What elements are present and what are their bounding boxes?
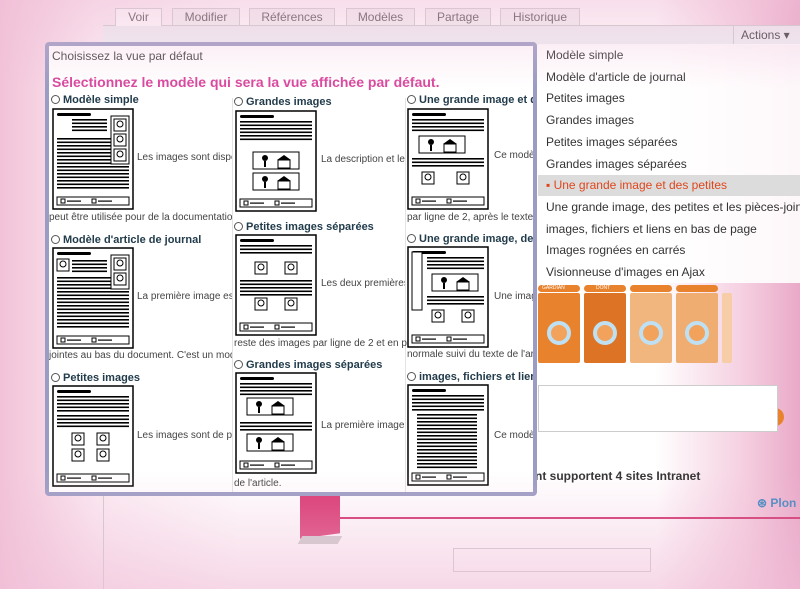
tab-2[interactable]: Références [249, 8, 335, 25]
option-description-cont: de l'article. [234, 478, 282, 489]
box-shadow [297, 536, 343, 544]
menu-item[interactable]: Une grande image, des petites et les piè… [546, 199, 800, 214]
layout-preview-icon [407, 246, 489, 348]
menu-item[interactable]: Grandes images [546, 113, 635, 128]
option-name: Une grande image, des [419, 233, 537, 245]
option-description-cont: jointes au bas du document. C'est un mod… [49, 350, 232, 361]
radio-button[interactable] [407, 234, 416, 243]
view-option-label[interactable]: Grandes images [234, 96, 332, 108]
actions-menu-button[interactable]: Actions ▾ [733, 25, 800, 45]
search-input[interactable] [453, 548, 651, 572]
tab-5[interactable]: Historique [500, 8, 580, 25]
layout-preview-icon [52, 108, 134, 210]
radio-button[interactable] [51, 235, 60, 244]
menu-item[interactable]: Grandes images séparées [546, 156, 687, 171]
product-boxes-image: GARDIAN DONT [538, 285, 733, 375]
menu-item[interactable]: Petites images séparées [546, 134, 678, 149]
radio-button[interactable] [407, 95, 416, 104]
option-description: Les deux premières [321, 278, 405, 289]
radio-button[interactable] [51, 373, 60, 382]
option-description: La première image est [137, 291, 232, 302]
menu-item[interactable]: Images rognées en carrés [546, 243, 686, 258]
view-option-label[interactable]: Petites images séparées [234, 221, 374, 233]
radio-button[interactable] [407, 372, 416, 381]
radio-button[interactable] [234, 97, 243, 106]
radio-button[interactable] [234, 222, 243, 231]
menu-item[interactable]: Modèle d'article de journal [546, 69, 686, 84]
plone-logo-icon: ⊛ [757, 496, 771, 510]
layout-preview-icon [52, 385, 134, 487]
view-option-label[interactable]: images, fichiers et liens [407, 371, 537, 383]
option-description: Une imag [494, 291, 537, 302]
option-description: Les images sont dispo [137, 152, 232, 163]
view-option-label[interactable]: Modèle d'article de journal [51, 234, 201, 246]
dialog-title: Choisissez la vue par défaut [52, 49, 203, 63]
menu-item[interactable]: Visionneuse d'images en Ajax [546, 265, 705, 279]
view-option-label[interactable]: Une grande image, des [407, 233, 537, 245]
menu-item[interactable]: Petites images [546, 91, 625, 106]
option-description: La description et le [321, 154, 405, 165]
option-name: Grandes images [246, 96, 332, 108]
option-name: Petites images [63, 372, 141, 384]
layout-preview-icon [407, 384, 489, 486]
menu-item[interactable]: Modèle simple [546, 48, 624, 62]
layout-preview-icon [235, 372, 317, 474]
radio-button[interactable] [51, 95, 60, 104]
option-name: images, fichiers et liens [419, 371, 537, 383]
option-description: La première image e [321, 420, 405, 431]
menu-item[interactable]: images, fichiers et liens en bas de page [546, 221, 757, 236]
menu-item[interactable]: ▪ Une grande image et des petites [538, 175, 800, 197]
option-name: Grandes images séparées [246, 359, 383, 371]
intranet-text: nt supportent 4 sites Intranet [535, 469, 701, 483]
tab-3[interactable]: Modèles [346, 8, 415, 25]
plone-label: Plon [770, 496, 797, 510]
tab-1[interactable]: Modifier [172, 8, 240, 25]
option-description: Ce modè [494, 150, 535, 161]
option-name: Une grande image et de [419, 94, 537, 106]
option-name: Modèle d'article de journal [63, 234, 202, 246]
option-description-cont: peut être utilisée pour de la documentat… [49, 212, 232, 223]
option-description-cont: normale suivi du texte de l'artic [407, 349, 537, 360]
view-option-label[interactable]: Petites images [51, 372, 140, 384]
box-label: DONT [584, 285, 626, 292]
layout-preview-icon [52, 247, 134, 349]
dialog-heading: Sélectionnez le modèle qui sera la vue a… [52, 74, 440, 90]
default-view-dialog: Choisissez la vue par défaut Sélectionne… [45, 42, 537, 496]
tab-0[interactable]: Voir [115, 8, 162, 26]
option-name: Modèle simple [63, 94, 139, 106]
tab-4[interactable]: Partage [425, 8, 491, 25]
plone-link[interactable]: ⊛ Plon [757, 496, 796, 510]
text-field[interactable] [538, 385, 778, 432]
option-description: Les images sont de pe [137, 430, 232, 441]
option-name: Petites images séparées [246, 221, 374, 233]
box-label: GARDIAN [538, 285, 580, 292]
view-option-label[interactable]: Modèle simple [51, 94, 139, 106]
layout-preview-icon [235, 110, 317, 212]
divider [340, 517, 800, 519]
radio-button[interactable] [234, 360, 243, 369]
view-option-label[interactable]: Une grande image et de [407, 94, 537, 106]
option-description-cont: par ligne de 2, après le texte. [407, 212, 536, 223]
option-description-cont: reste des images par ligne de 2 et en pe… [234, 338, 407, 349]
layout-preview-icon [235, 234, 317, 336]
option-description: Ce modè [494, 430, 535, 441]
layout-preview-icon [407, 108, 489, 210]
view-option-label[interactable]: Grandes images séparées [234, 359, 382, 371]
